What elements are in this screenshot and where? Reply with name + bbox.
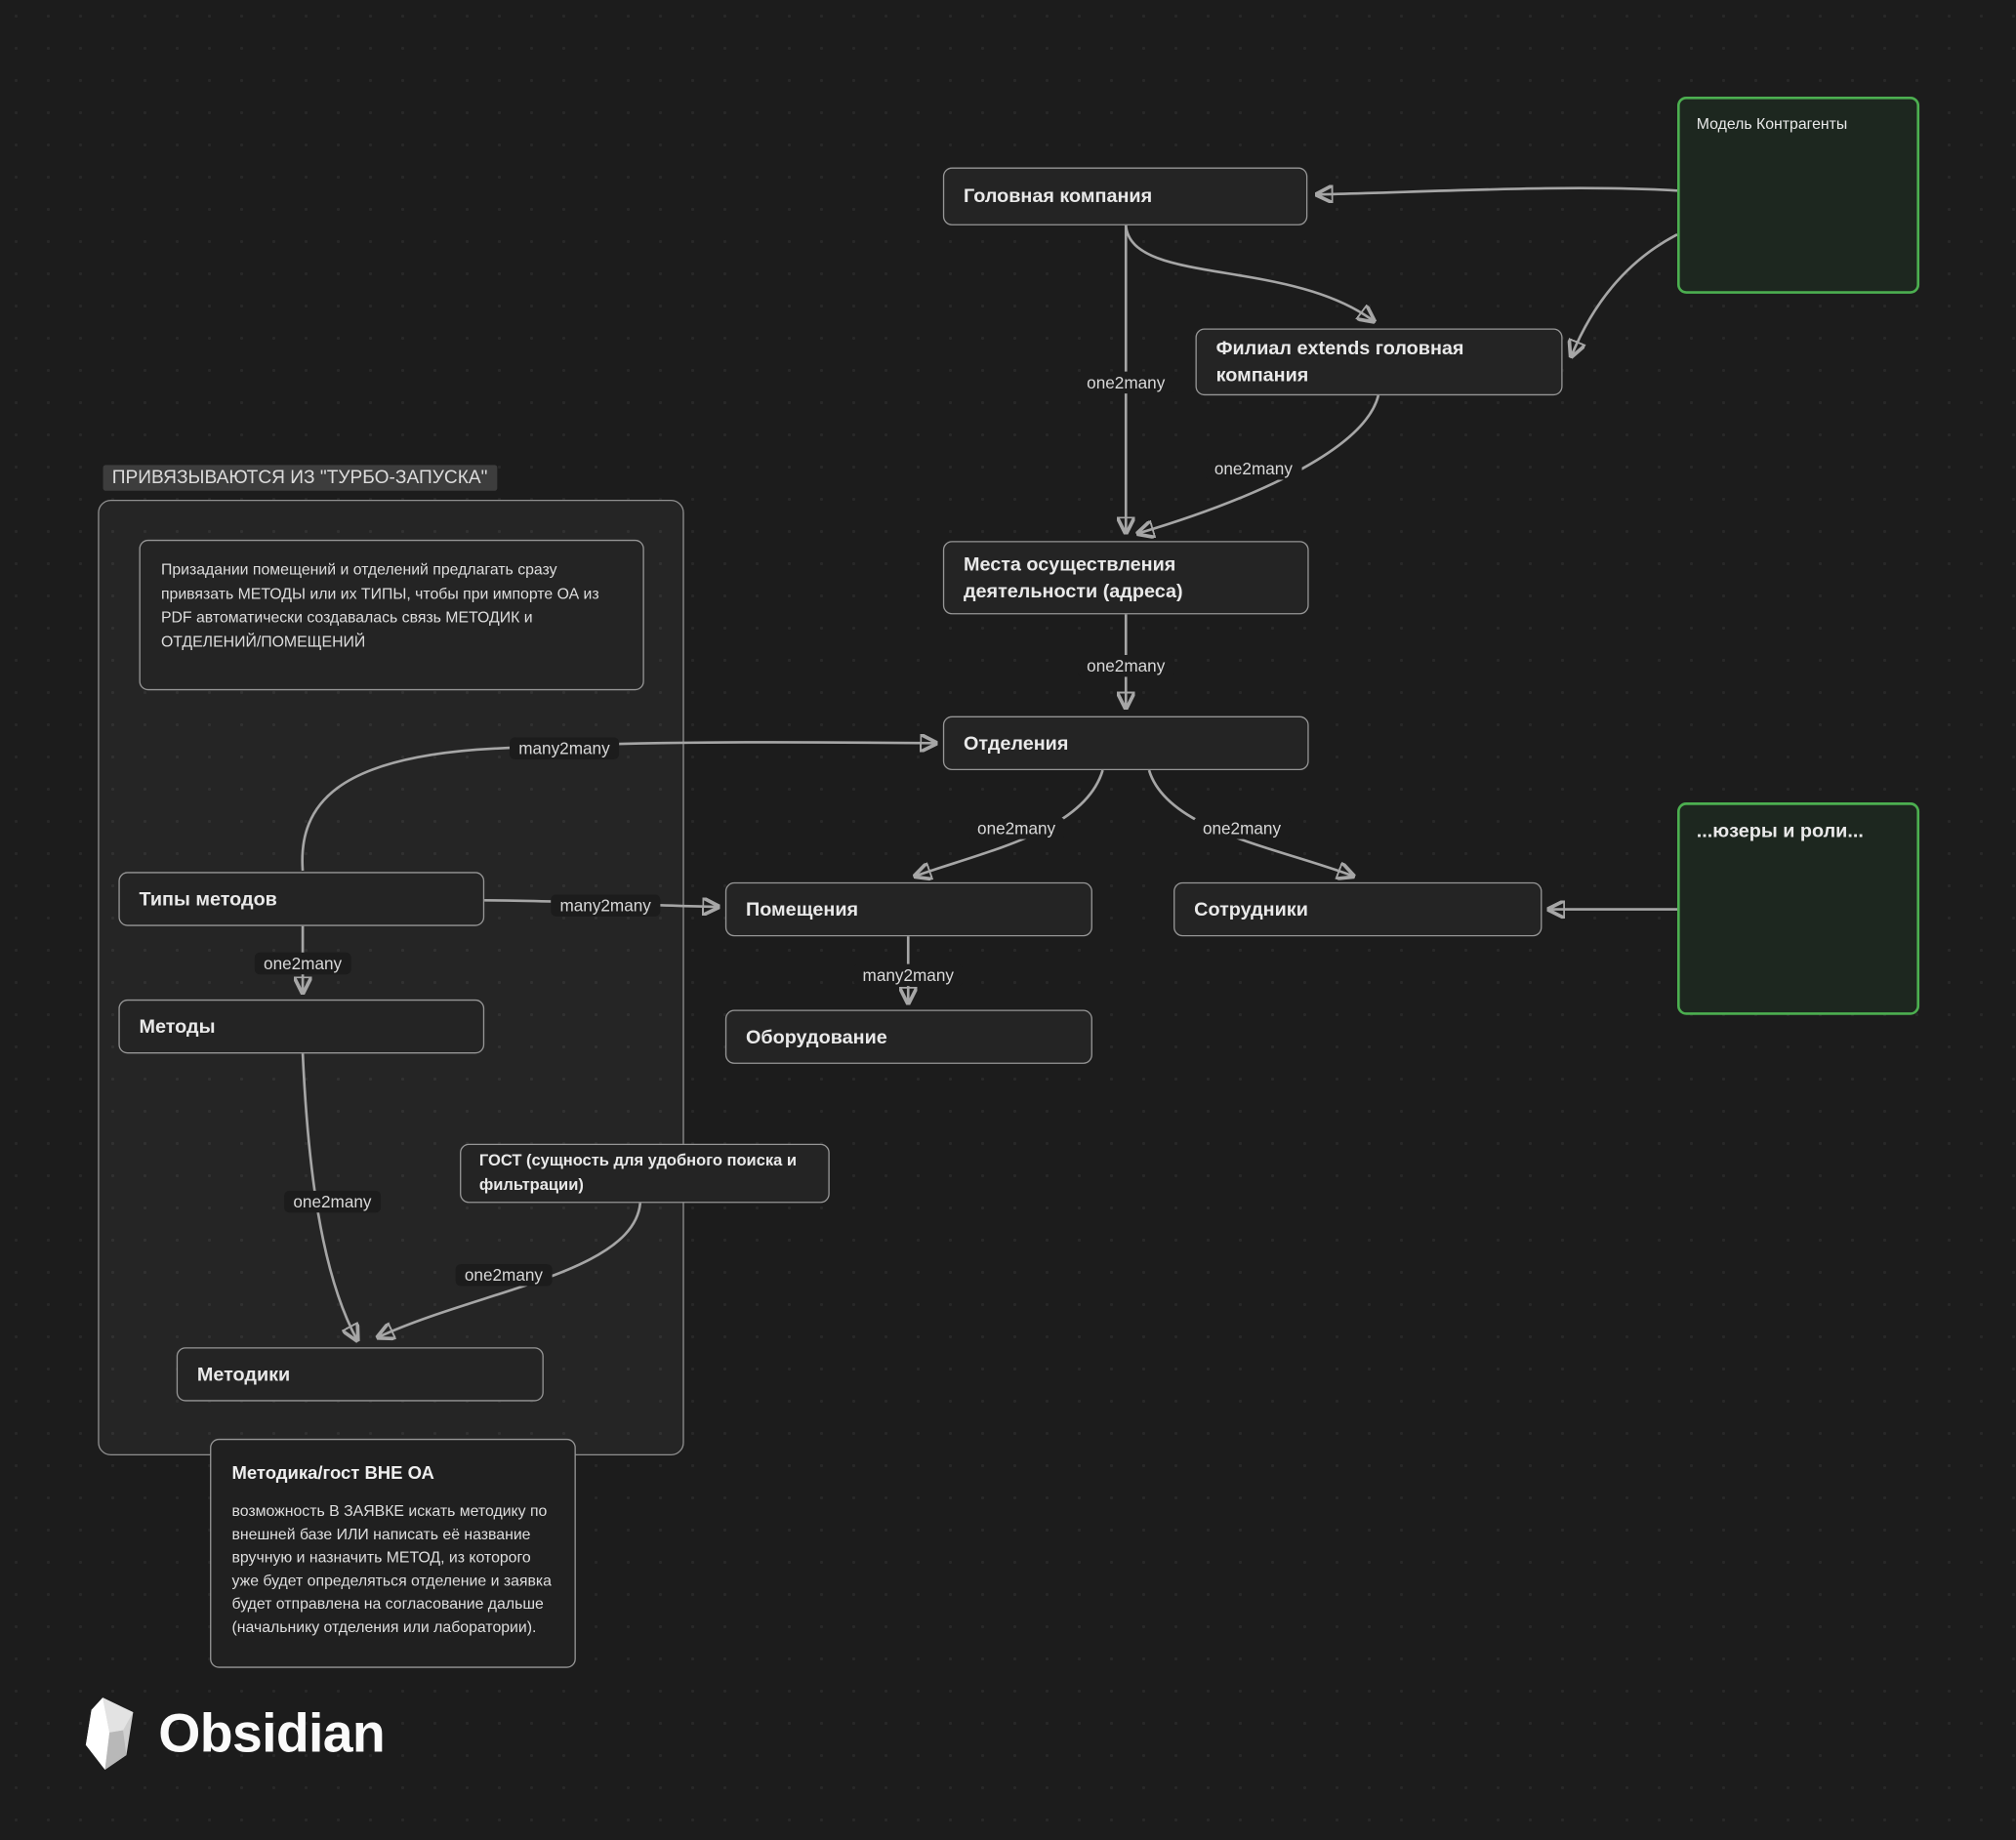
node-metody[interactable]: Методы <box>118 999 485 1054</box>
note-title: Методика/гост ВНЕ ОА <box>231 1461 434 1483</box>
edge-golovnaya-filial <box>1124 225 1373 321</box>
edge-label-tipy-pomeshcheniya: many2many <box>551 894 661 917</box>
node-label: Типы методов <box>139 887 277 911</box>
node-label: Оборудование <box>745 1025 887 1048</box>
edge-label-mesta-otdeleniya: one2many <box>1077 654 1174 677</box>
node-sotrudniki[interactable]: Сотрудники <box>1173 881 1543 937</box>
note-text: возможность В ЗАЯВКЕ искать методику по … <box>231 1501 552 1636</box>
node-label: Филиал extends головная компания <box>1215 337 1464 387</box>
node-label: ГОСТ (сущность для удобного поиска и фил… <box>478 1151 798 1195</box>
edge-label-otdeleniya-sotrudniki: one2many <box>1193 817 1291 839</box>
edge-label-otdeleniya-pomeshcheniya: one2many <box>967 817 1065 839</box>
obsidian-logo-icon <box>85 1697 134 1770</box>
node-otdeleniya[interactable]: Отделения <box>942 716 1309 771</box>
note-metodika-gost[interactable]: Методика/гост ВНЕ ОА возможность В ЗАЯВК… <box>210 1438 576 1668</box>
note-text: Призадании помещений и отделений предлаг… <box>160 559 599 651</box>
node-pomeshcheniya[interactable]: Помещения <box>724 881 1092 937</box>
node-tipy-metodov[interactable]: Типы методов <box>118 872 485 926</box>
obsidian-brand: Obsidian <box>81 1697 386 1770</box>
node-label: ...юзеры и роли... <box>1696 820 1864 842</box>
node-mesta-deyatelnosti[interactable]: Места осуществления деятельности (адреса… <box>942 541 1309 615</box>
node-label: Модель Контрагенты <box>1696 114 1848 133</box>
note-turbo-hint[interactable]: Призадании помещений и отделений предлаг… <box>139 539 644 691</box>
node-metodiki[interactable]: Методики <box>176 1347 544 1402</box>
edge-kontragenty-golovnaya <box>1318 188 1678 195</box>
edge-label-pomeshcheniya-oborudovanie: many2many <box>853 963 964 987</box>
node-label: Головная компания <box>963 185 1153 208</box>
node-filial[interactable]: Филиал extends головная компания <box>1195 328 1563 396</box>
edge-label-tipy-metody: one2many <box>254 952 351 975</box>
node-oborudovanie[interactable]: Оборудование <box>724 1009 1092 1064</box>
node-gost[interactable]: ГОСТ (сущность для удобного поиска и фил… <box>460 1143 830 1204</box>
group-turbo-zapusk-label[interactable]: ПРИВЯЗЫВАЮТСЯ ИЗ "ТУРБО-ЗАПУСКА" <box>103 465 497 491</box>
node-users-roles[interactable]: ...юзеры и роли... <box>1676 802 1920 1015</box>
edge-group-otdeleniya <box>301 742 935 872</box>
node-label: Отделения <box>963 732 1069 755</box>
edge-label-gost-metodiki: one2many <box>455 1264 553 1287</box>
edge-label-group-otdeleniya: many2many <box>509 737 619 759</box>
node-label: Методы <box>139 1015 216 1038</box>
obsidian-wordmark: Obsidian <box>158 1702 386 1764</box>
node-model-kontragenty[interactable]: Модель Контрагенты <box>1676 96 1920 294</box>
node-label: Сотрудники <box>1194 898 1308 920</box>
edge-label-golovnaya-mesta: one2many <box>1077 371 1174 394</box>
edge-metody-metodiki <box>301 1053 356 1339</box>
node-label: Помещения <box>745 898 859 920</box>
edge-label-filial-mesta: one2many <box>1205 458 1302 480</box>
edge-label-metody-metodiki: one2many <box>284 1190 381 1213</box>
node-label: Методики <box>196 1363 291 1386</box>
edge-kontragenty-filial <box>1572 232 1678 355</box>
node-label: Места осуществления деятельности (адреса… <box>963 552 1183 602</box>
node-golovnaya-kompaniya[interactable]: Головная компания <box>942 167 1308 225</box>
